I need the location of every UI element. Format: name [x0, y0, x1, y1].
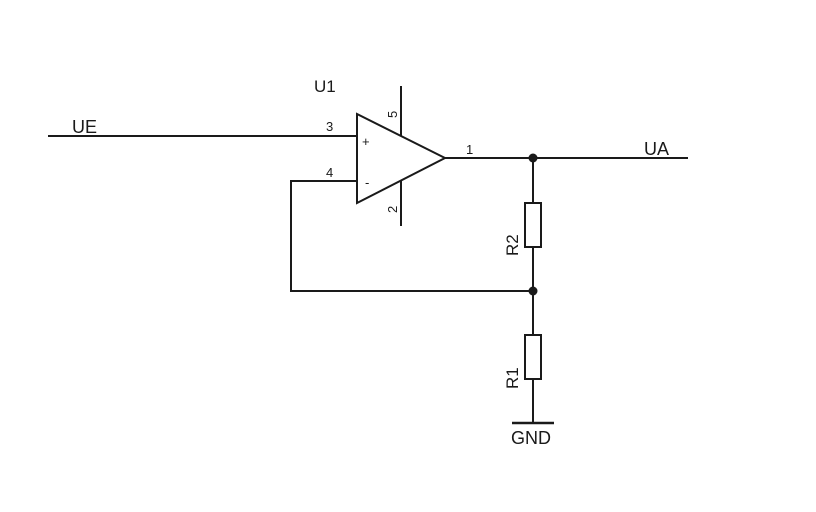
opamp-reference: U1: [314, 77, 336, 96]
positive-supply-pin-number: 5: [385, 111, 400, 118]
resistor-r1: [524, 334, 542, 380]
output-pin-number: 1: [466, 142, 473, 157]
resistor-r1-label: R1: [503, 367, 522, 389]
ground-net-label: GND: [511, 428, 551, 448]
resistor-r2: [524, 202, 542, 248]
plus-sign: +: [362, 134, 370, 149]
output-net-label: UA: [644, 139, 669, 159]
input-net-label: UE: [72, 117, 97, 137]
minus-sign: -: [365, 175, 369, 190]
noninverting-pin-number: 3: [326, 119, 333, 134]
negative-supply-pin-number: 2: [385, 206, 400, 213]
resistor-r2-label: R2: [503, 234, 522, 256]
inverting-pin-number: 4: [326, 165, 333, 180]
